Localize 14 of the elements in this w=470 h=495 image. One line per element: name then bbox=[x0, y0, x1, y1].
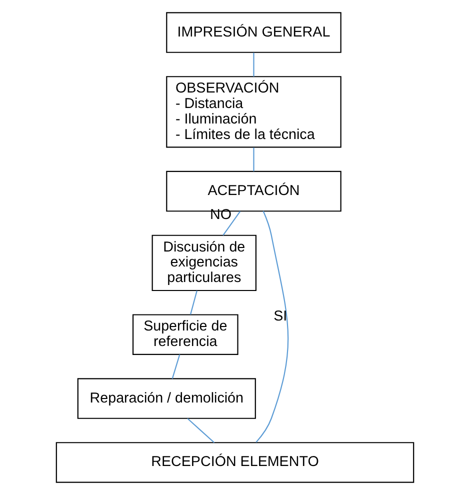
node-box: Reparación / demolición bbox=[77, 378, 256, 419]
connector bbox=[253, 148, 254, 172]
node-box: RECEPCIÓN ELEMENTO bbox=[56, 442, 414, 483]
node-box: OBSERVACIÓN - Distancia - Iluminación - Límites de la técnica bbox=[166, 76, 342, 148]
connector bbox=[222, 211, 241, 236]
edge-label: SI bbox=[274, 308, 288, 324]
connector bbox=[172, 354, 180, 379]
connector bbox=[187, 418, 215, 444]
node-box: IMPRESIÓN GENERAL bbox=[166, 12, 342, 53]
connector bbox=[256, 210, 289, 443]
node-box: Superficie de referencia bbox=[132, 314, 238, 355]
connector bbox=[190, 290, 198, 315]
node-box: Discusión de exigencias particulares bbox=[152, 234, 256, 292]
connector bbox=[253, 52, 254, 77]
